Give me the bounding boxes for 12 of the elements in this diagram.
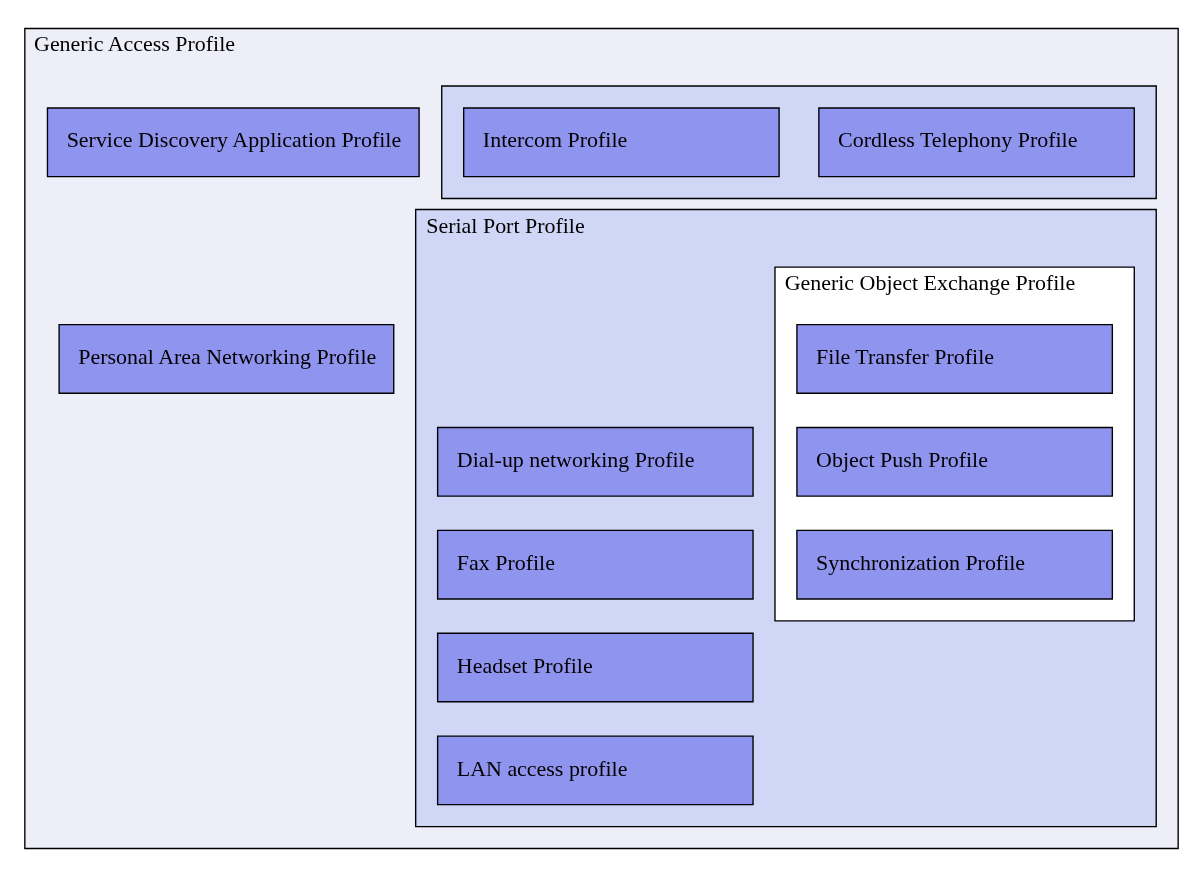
- node-box: Synchronization Profile: [796, 529, 1114, 600]
- cluster: [441, 84, 1157, 199]
- node-box: Object Push Profile: [796, 426, 1114, 497]
- node-box: File Transfer Profile: [796, 323, 1114, 394]
- node-box: Headset Profile: [436, 632, 754, 702]
- node-box: Intercom Profile: [463, 106, 780, 177]
- node-box: LAN access profile: [436, 734, 754, 805]
- node-box: Fax Profile: [436, 529, 754, 600]
- node-box: Personal Area Networking Profile: [58, 323, 395, 394]
- node-box: Dial-up networking Profile: [436, 426, 754, 497]
- node-box: Service Discovery Application Profile: [46, 106, 420, 177]
- node-box: Cordless Telephony Profile: [818, 106, 1135, 177]
